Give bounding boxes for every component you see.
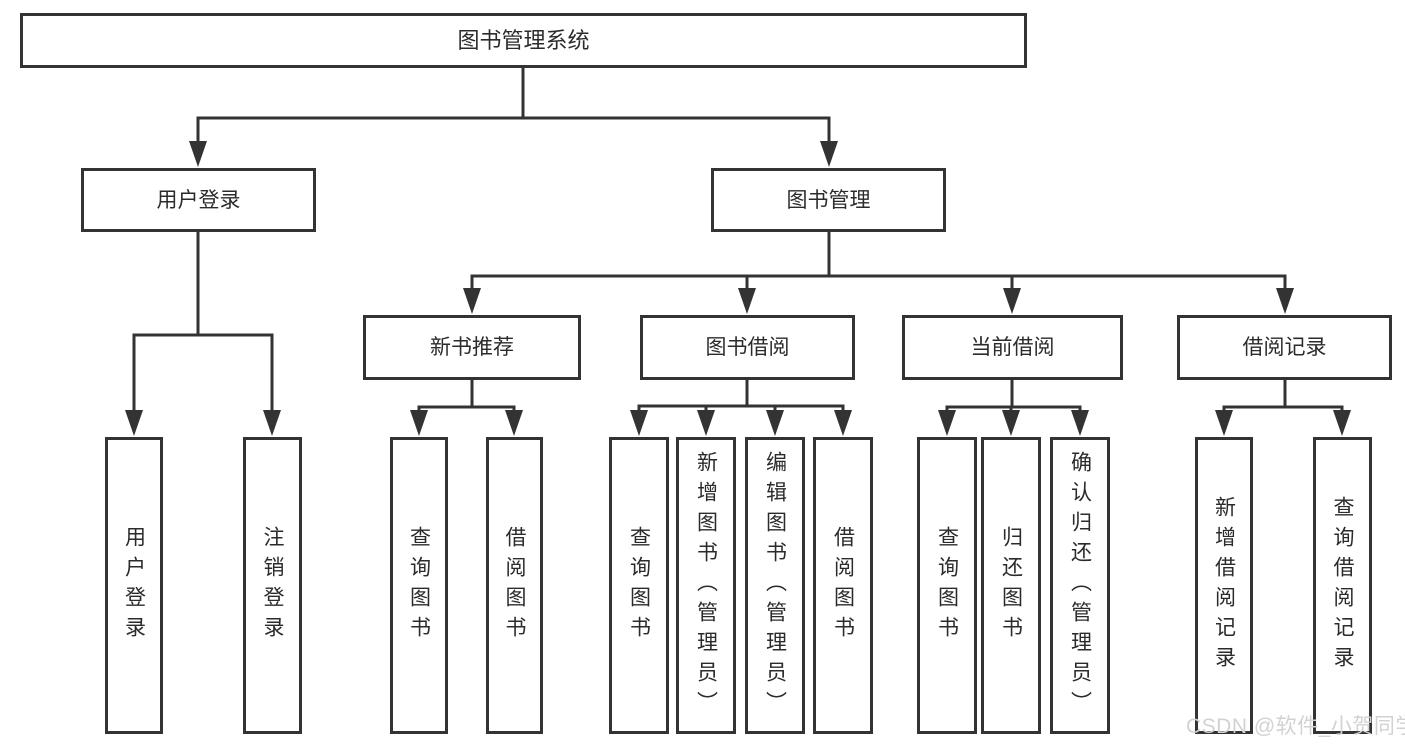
leaf-return-books: 归还图书 bbox=[981, 437, 1041, 734]
node-label: 图书管理 bbox=[786, 188, 871, 212]
node-label: 借阅记录 bbox=[1242, 336, 1327, 359]
node-label: 查询图书 bbox=[935, 525, 959, 646]
leaf-add-books-admin: 新增图书（管理员） bbox=[676, 437, 736, 734]
node-label: 图书借阅 bbox=[705, 336, 790, 359]
leaf-logout-login: 注销登录 bbox=[243, 437, 302, 734]
leaf-query-books-borrow: 查询图书 bbox=[609, 437, 669, 734]
leaf-borrow-books-recommend: 借阅图书 bbox=[486, 437, 543, 734]
leaf-query-books-current: 查询图书 bbox=[917, 437, 977, 734]
node-label: 借阅图书 bbox=[831, 525, 855, 646]
node-book-borrowing: 图书借阅 bbox=[640, 315, 855, 380]
leaf-borrow-books: 借阅图书 bbox=[813, 437, 873, 734]
node-book-management: 图书管理 bbox=[711, 168, 946, 232]
edge-user-login-children bbox=[125, 228, 281, 436]
node-label: 当前借阅 bbox=[970, 336, 1055, 359]
edge-borrow-record-children bbox=[1215, 376, 1351, 436]
node-label: 归还图书 bbox=[999, 525, 1023, 646]
node-label: 用户登录 bbox=[156, 188, 241, 212]
node-label: 查询图书 bbox=[627, 525, 651, 646]
node-label: 确认归还（管理员） bbox=[1068, 450, 1092, 721]
node-borrow-records: 借阅记录 bbox=[1177, 315, 1392, 380]
edge-book-borrow-children bbox=[630, 376, 852, 436]
node-label: 新书推荐 bbox=[430, 336, 514, 359]
leaf-edit-books-admin: 编辑图书（管理员） bbox=[745, 437, 805, 734]
edge-new-book-rec-children bbox=[410, 376, 523, 436]
node-label: 查询图书 bbox=[407, 525, 431, 646]
edge-book-mgmt-children bbox=[463, 228, 1294, 314]
node-label: 图书管理系统 bbox=[457, 27, 590, 53]
node-label: 编辑图书（管理员） bbox=[763, 450, 787, 721]
node-user-login: 用户登录 bbox=[81, 168, 316, 232]
node-label: 新增图书（管理员） bbox=[694, 450, 718, 721]
edge-current-borrow-children bbox=[938, 376, 1089, 436]
leaf-query-borrow-record: 查询借阅记录 bbox=[1313, 437, 1372, 734]
leaf-user-login: 用户登录 bbox=[105, 437, 163, 734]
node-label: 借阅图书 bbox=[503, 525, 526, 646]
leaf-query-books-recommend: 查询图书 bbox=[390, 437, 448, 734]
leaf-confirm-return-admin: 确认归还（管理员） bbox=[1050, 437, 1110, 734]
node-library-management-system: 图书管理系统 bbox=[20, 13, 1027, 68]
leaf-add-borrow-record: 新增借阅记录 bbox=[1195, 437, 1253, 734]
edge-root-to-level1 bbox=[189, 64, 838, 167]
node-new-book-recommend: 新书推荐 bbox=[363, 315, 581, 380]
node-label: 查询借阅记录 bbox=[1331, 495, 1354, 676]
node-label: 用户登录 bbox=[122, 525, 146, 646]
node-current-borrowing: 当前借阅 bbox=[902, 315, 1123, 380]
node-label: 新增借阅记录 bbox=[1212, 495, 1236, 676]
node-label: 注销登录 bbox=[261, 525, 284, 646]
